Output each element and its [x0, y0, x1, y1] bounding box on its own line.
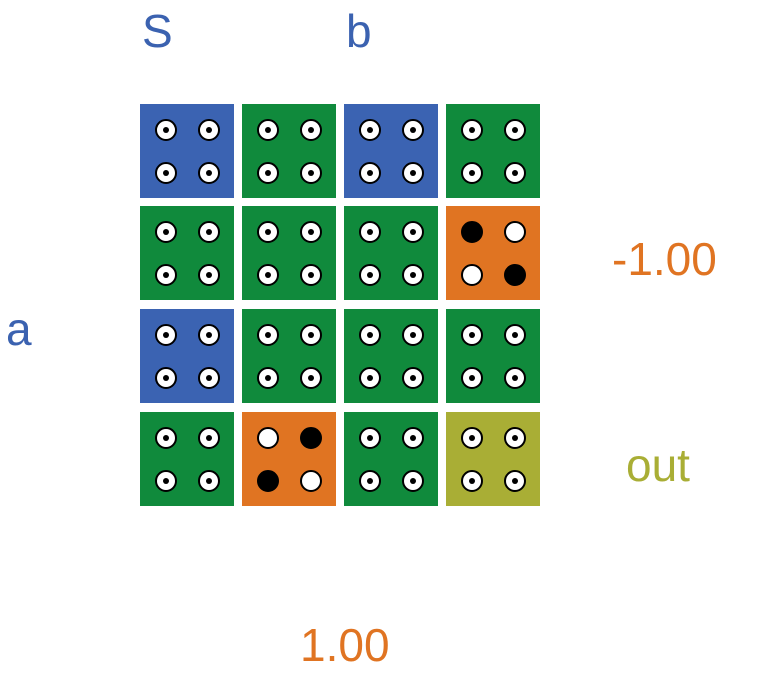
grid-cell-r4-c4 — [446, 412, 540, 506]
grid-cell-r3-c1 — [140, 309, 234, 403]
ring-dot-icon — [300, 367, 322, 389]
grid-cell-r2-c1 — [140, 206, 234, 300]
ring-dot-icon — [359, 324, 381, 346]
ring-dot-icon — [198, 119, 220, 141]
grid-cell-r1-c2 — [242, 104, 336, 198]
ring-dot-icon — [504, 119, 526, 141]
ring-dot-icon — [359, 264, 381, 286]
label-out: out — [626, 439, 690, 491]
white-dot-icon — [257, 427, 279, 449]
ring-dot-icon — [402, 221, 424, 243]
ring-dot-icon — [155, 221, 177, 243]
ring-dot-icon — [198, 427, 220, 449]
ring-dot-icon — [155, 119, 177, 141]
grid-cell-r1-c4 — [446, 104, 540, 198]
ring-dot-icon — [198, 221, 220, 243]
ring-dot-icon — [300, 119, 322, 141]
ring-dot-icon — [257, 162, 279, 184]
ring-dot-icon — [155, 470, 177, 492]
ring-dot-icon — [461, 119, 483, 141]
ring-dot-icon — [300, 324, 322, 346]
grid-cell-r3-c4 — [446, 309, 540, 403]
grid-cell-r1-c1 — [140, 104, 234, 198]
ring-dot-icon — [257, 264, 279, 286]
ring-dot-icon — [359, 119, 381, 141]
ring-dot-icon — [504, 367, 526, 389]
grid-cell-r2-c4 — [446, 206, 540, 300]
label-negative-value: -1.00 — [612, 233, 717, 285]
ring-dot-icon — [359, 470, 381, 492]
grid-cell-r3-c2 — [242, 309, 336, 403]
black-dot-icon — [257, 470, 279, 492]
ring-dot-icon — [257, 221, 279, 243]
ring-dot-icon — [359, 427, 381, 449]
ring-dot-icon — [402, 367, 424, 389]
ring-dot-icon — [257, 324, 279, 346]
ring-dot-icon — [198, 367, 220, 389]
ring-dot-icon — [359, 221, 381, 243]
ring-dot-icon — [300, 162, 322, 184]
ring-dot-icon — [198, 470, 220, 492]
label-positive-value: 1.00 — [300, 619, 390, 671]
ring-dot-icon — [198, 264, 220, 286]
grid-cell-r4-c1 — [140, 412, 234, 506]
ring-dot-icon — [300, 221, 322, 243]
black-dot-icon — [300, 427, 322, 449]
grid-cell-r3-c3 — [344, 309, 438, 403]
white-dot-icon — [300, 470, 322, 492]
ring-dot-icon — [402, 162, 424, 184]
grid-cell-r4-c2 — [242, 412, 336, 506]
ring-dot-icon — [402, 264, 424, 286]
ring-dot-icon — [461, 162, 483, 184]
ring-dot-icon — [461, 470, 483, 492]
ring-dot-icon — [155, 264, 177, 286]
ring-dot-icon — [359, 162, 381, 184]
grid-cell-r4-c3 — [344, 412, 438, 506]
grid-cell-r1-c3 — [344, 104, 438, 198]
grid-cell-r2-c3 — [344, 206, 438, 300]
white-dot-icon — [504, 221, 526, 243]
white-dot-icon — [461, 264, 483, 286]
ring-dot-icon — [504, 162, 526, 184]
ring-dot-icon — [155, 324, 177, 346]
ring-dot-icon — [461, 427, 483, 449]
ring-dot-icon — [504, 324, 526, 346]
ring-dot-icon — [402, 470, 424, 492]
ring-dot-icon — [402, 119, 424, 141]
ring-dot-icon — [257, 367, 279, 389]
peg-grid — [140, 104, 540, 507]
label-b: b — [346, 5, 372, 57]
ring-dot-icon — [461, 324, 483, 346]
ring-dot-icon — [402, 427, 424, 449]
ring-dot-icon — [155, 162, 177, 184]
ring-dot-icon — [402, 324, 424, 346]
label-a: a — [6, 303, 32, 355]
grid-cell-r2-c2 — [242, 206, 336, 300]
ring-dot-icon — [257, 119, 279, 141]
ring-dot-icon — [155, 367, 177, 389]
label-s: S — [142, 5, 173, 57]
black-dot-icon — [461, 221, 483, 243]
ring-dot-icon — [300, 264, 322, 286]
ring-dot-icon — [155, 427, 177, 449]
ring-dot-icon — [359, 367, 381, 389]
ring-dot-icon — [461, 367, 483, 389]
ring-dot-icon — [504, 427, 526, 449]
ring-dot-icon — [198, 162, 220, 184]
ring-dot-icon — [504, 470, 526, 492]
ring-dot-icon — [198, 324, 220, 346]
black-dot-icon — [504, 264, 526, 286]
